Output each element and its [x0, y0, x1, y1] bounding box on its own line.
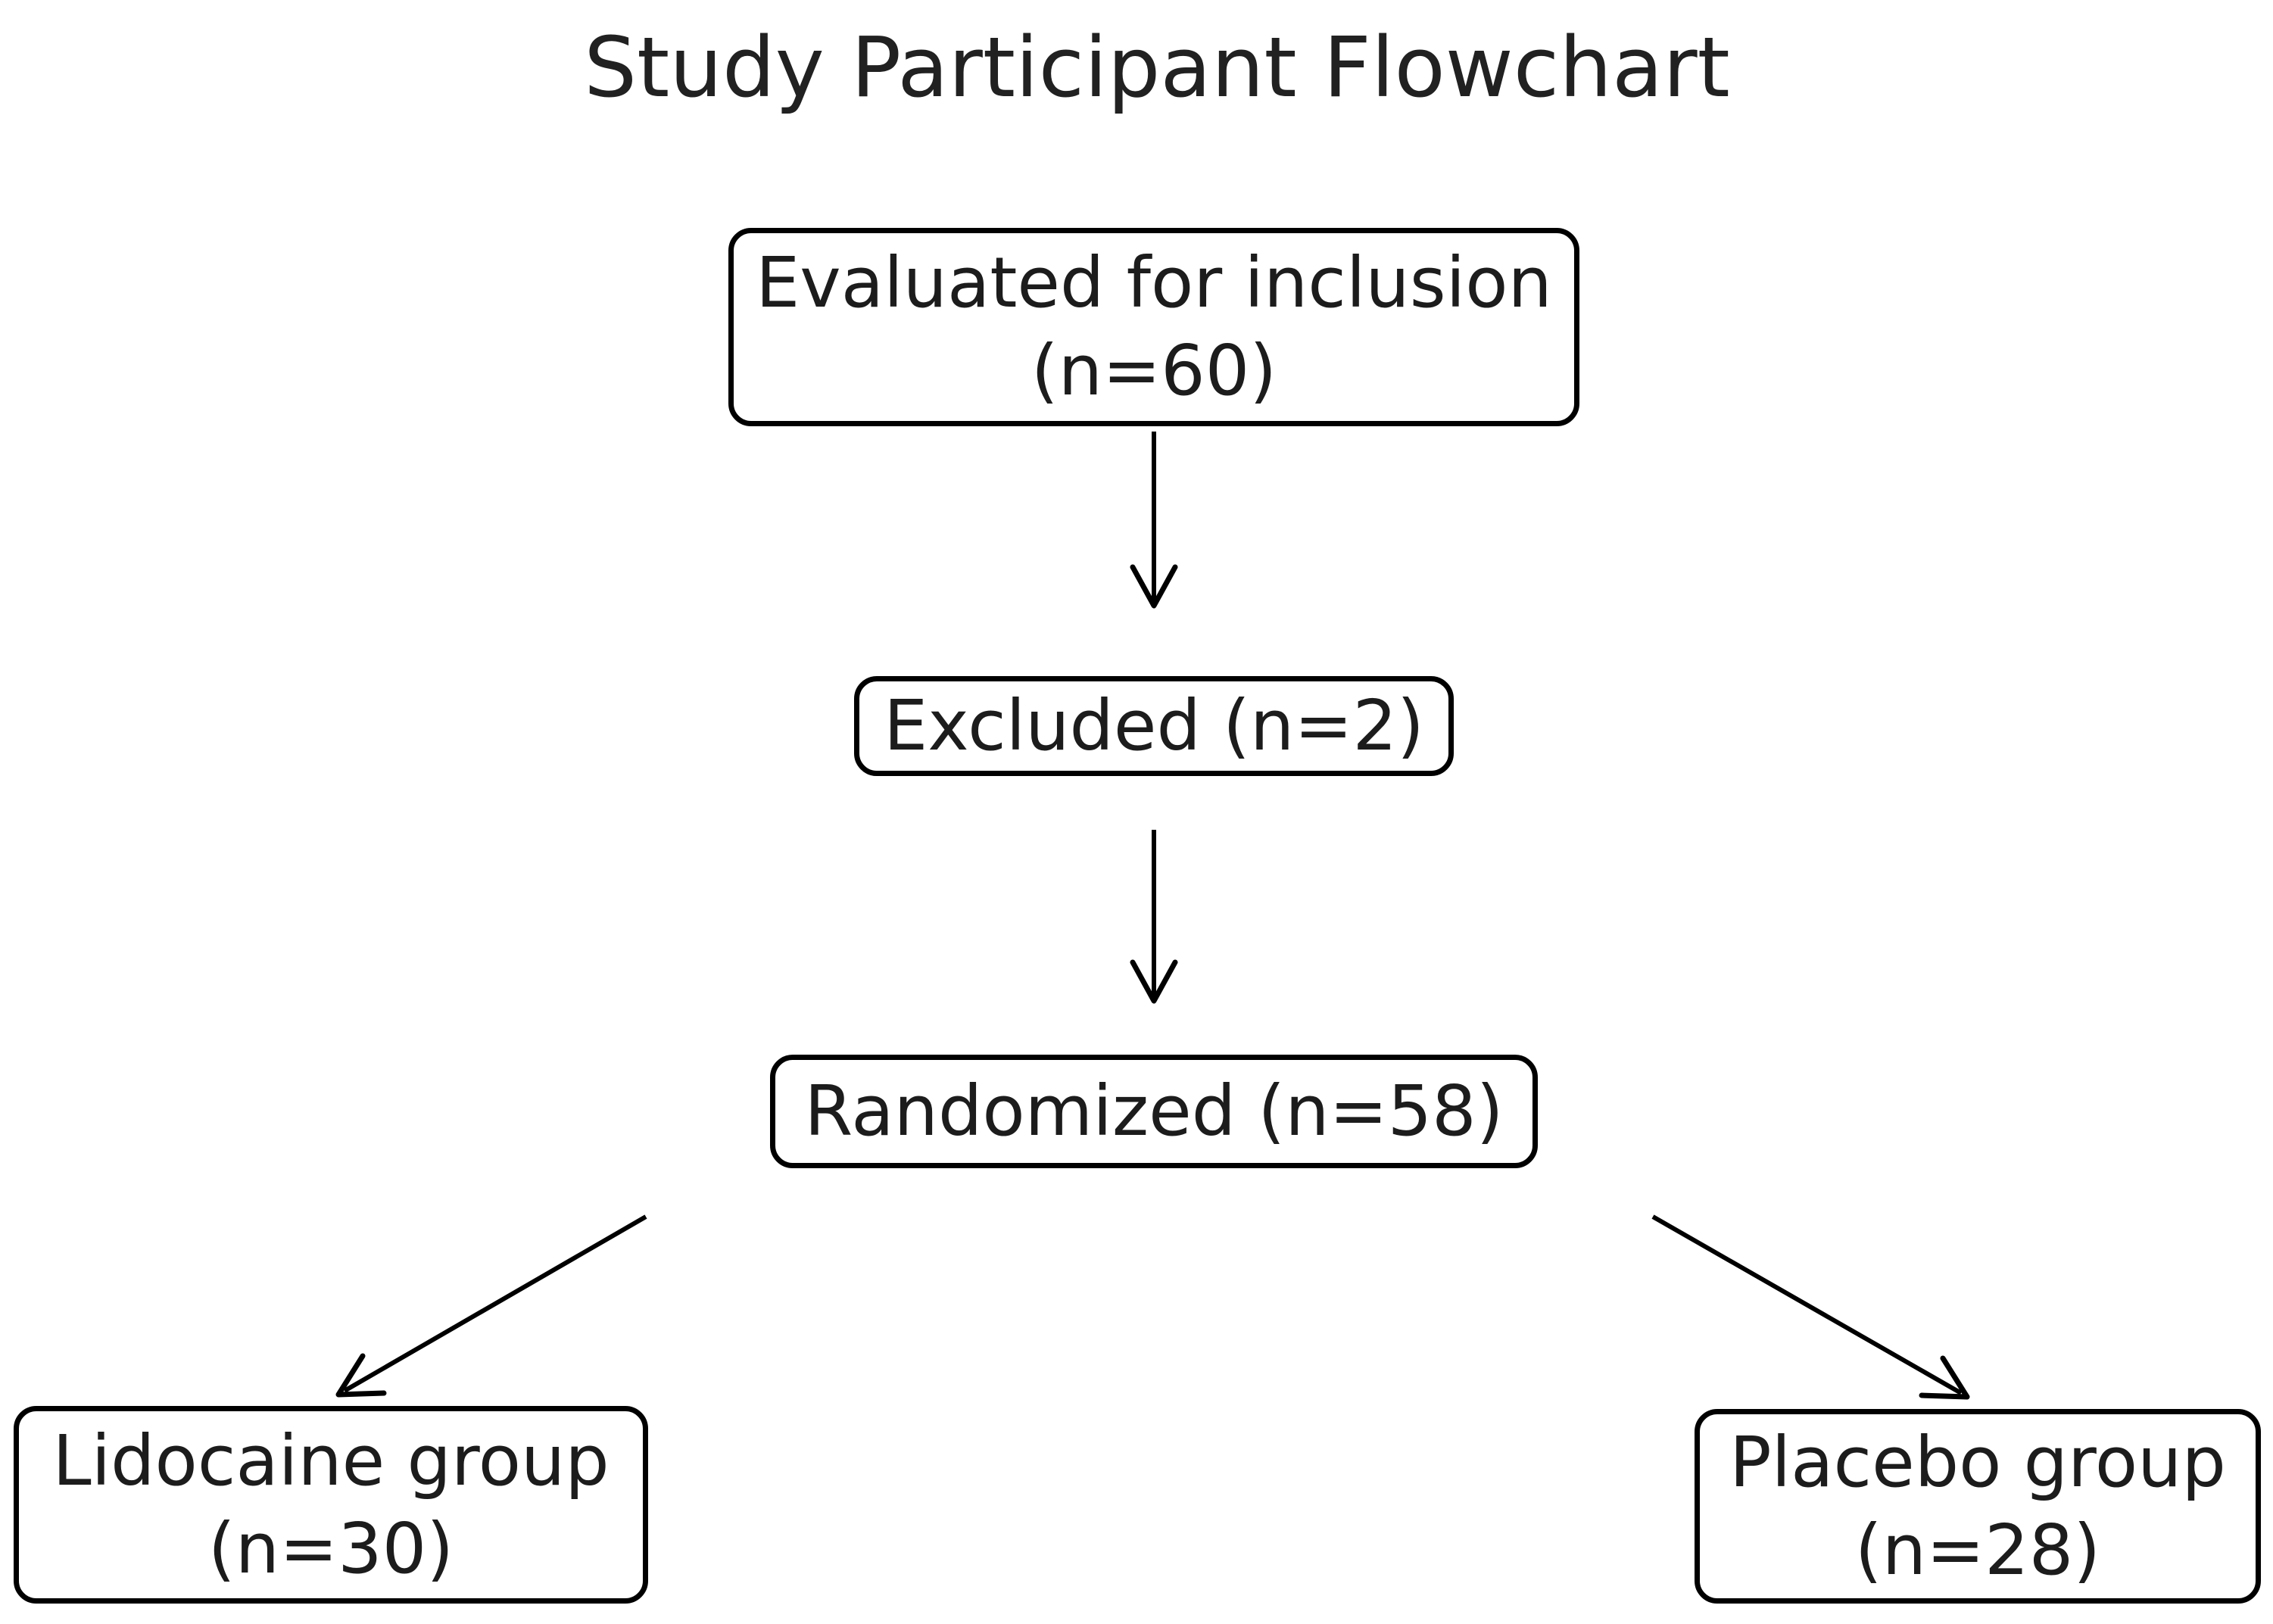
node-label: Placebo group [1729, 1421, 2226, 1503]
edge-evaluated-excluded [1130, 432, 1178, 609]
node-label: Evaluated for inclusion [756, 242, 1552, 324]
node-excluded: Excluded (n=2) [854, 676, 1454, 776]
node-placebo-group: Placebo group (n=28) [1695, 1409, 2261, 1604]
edge-randomized-placebo [1651, 1214, 1970, 1400]
arrowhead-down-right-icon [1919, 1355, 1970, 1400]
page-title: Study Participant Flowchart [584, 19, 1730, 116]
node-label: Randomized (n=58) [804, 1071, 1504, 1152]
node-randomized: Randomized (n=58) [770, 1055, 1538, 1168]
node-label: Excluded (n=2) [884, 685, 1424, 767]
node-count: (n=28) [1854, 1509, 2101, 1591]
node-evaluated-for-inclusion: Evaluated for inclusion (n=60) [728, 228, 1579, 426]
edge-excluded-randomized [1130, 830, 1178, 1004]
node-count: (n=60) [1030, 330, 1277, 411]
node-lidocaine-group: Lidocaine group (n=30) [14, 1406, 648, 1604]
arrowhead-down-icon [1130, 564, 1178, 609]
arrowhead-down-icon [1130, 959, 1178, 1004]
edge-randomized-lidocaine [335, 1214, 647, 1398]
node-label: Lidocaine group [52, 1420, 610, 1501]
node-count: (n=30) [207, 1507, 454, 1589]
arrowhead-down-left-icon [335, 1353, 387, 1398]
